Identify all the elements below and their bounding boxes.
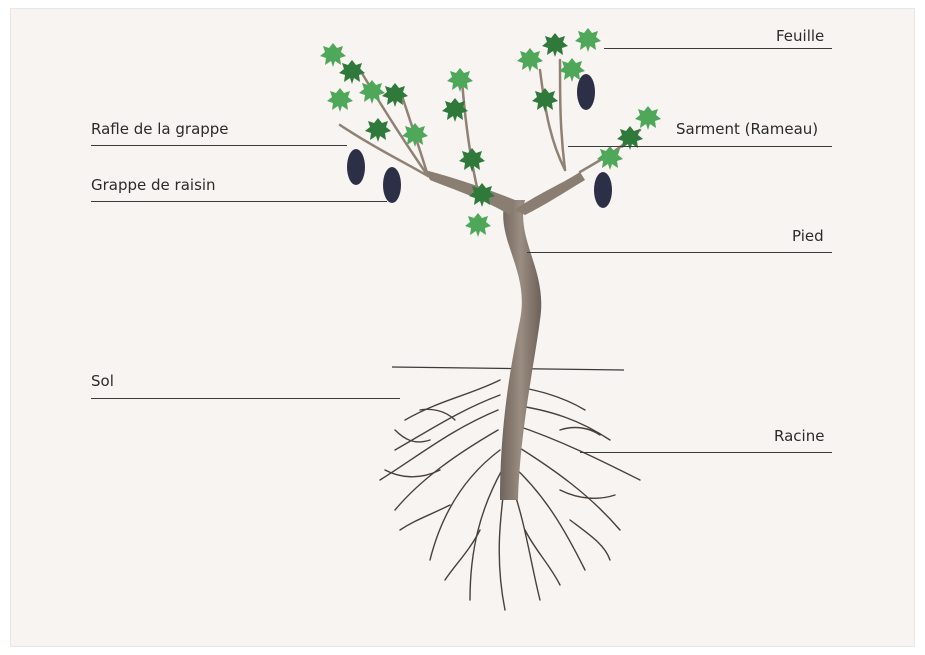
leader-feuille: [604, 48, 832, 49]
left-arm: [425, 170, 515, 215]
label-rafle: Rafle de la grappe: [91, 120, 229, 138]
label-sol: Sol: [91, 372, 114, 390]
leaves: [320, 28, 661, 237]
label-pied: Pied: [792, 227, 824, 245]
right-arm: [515, 172, 585, 215]
leader-grappe: [91, 201, 387, 202]
soil-line: [392, 367, 624, 370]
label-sarment: Sarment (Rameau): [676, 120, 818, 138]
label-grappe: Grappe de raisin: [91, 176, 216, 194]
leader-pied: [527, 252, 832, 253]
leader-sarment: [568, 146, 832, 147]
label-feuille: Feuille: [776, 27, 824, 45]
trunk: [500, 200, 541, 500]
leader-sol: [91, 398, 400, 399]
leader-racine: [580, 452, 832, 453]
leader-rafle: [91, 145, 347, 146]
label-racine: Racine: [774, 427, 824, 445]
